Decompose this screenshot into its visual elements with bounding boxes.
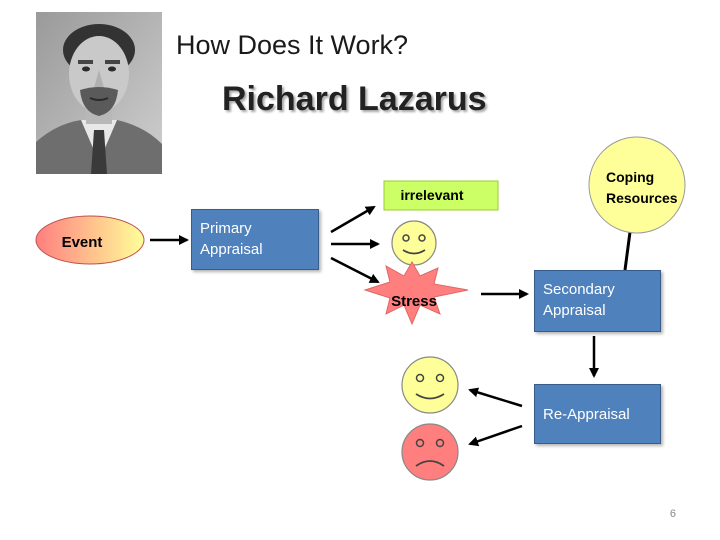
- secondary-appraisal-label: Secondary Appraisal: [543, 281, 615, 319]
- happy-face-outcome-icon: [401, 356, 459, 414]
- coping-label-line2: Resources: [606, 190, 678, 206]
- arrow-primary-to-stress: [330, 256, 380, 284]
- secondary-appraisal-node: Secondary Appraisal: [534, 270, 661, 332]
- event-node: [35, 215, 145, 265]
- primary-appraisal-node: Primary Appraisal: [191, 209, 319, 270]
- primary-appraisal-label: Primary Appraisal: [200, 220, 263, 258]
- arrow-primary-to-irrelevant: [330, 205, 376, 234]
- stress-node: [363, 260, 469, 326]
- page-number: 6: [669, 508, 676, 520]
- coping-resources-node: [588, 136, 686, 234]
- happy-face-icon: [391, 220, 437, 266]
- arrow-reappraisal-to-happy: [468, 387, 523, 408]
- slide-title: How Does It Work?: [176, 30, 409, 60]
- stress-label: Stress: [391, 293, 437, 310]
- sad-face-icon: [401, 423, 459, 481]
- irrelevant-label: irrelevant: [400, 187, 463, 203]
- richard-lazarus-photo: [36, 12, 162, 174]
- reappraisal-node: Re-Appraisal: [534, 384, 661, 444]
- coping-label-line1: Coping: [606, 169, 654, 185]
- reappraisal-label: Re-Appraisal: [543, 406, 630, 423]
- event-label: Event: [62, 234, 103, 251]
- irrelevant-node: [383, 180, 499, 211]
- coping-connector-line: [623, 231, 632, 271]
- arrow-reappraisal-to-sad: [468, 424, 523, 447]
- slide-subtitle: Richard Lazarus: [222, 80, 487, 118]
